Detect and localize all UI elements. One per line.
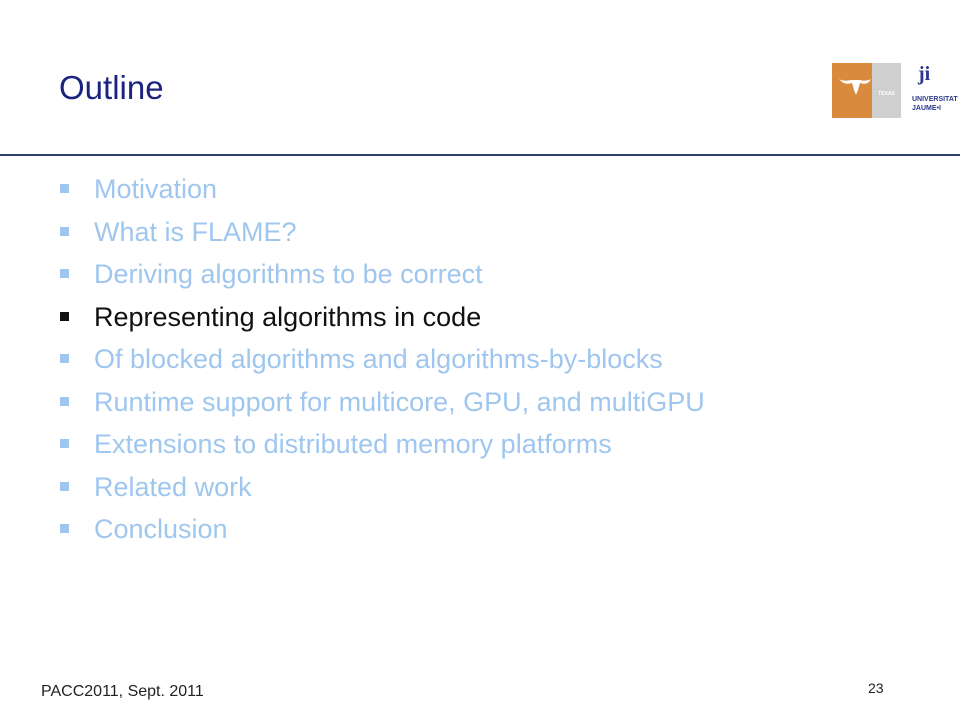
outline-item-label: Related work	[94, 471, 252, 502]
outline-item: Runtime support for multicore, GPU, and …	[60, 381, 705, 424]
square-bullet-icon	[60, 311, 69, 321]
square-bullet-icon	[60, 524, 69, 533]
uji-line-1: UNIVERSITAT	[912, 96, 958, 103]
outline-item: Conclusion	[60, 508, 705, 551]
square-bullet-icon	[60, 481, 69, 491]
outline-item-label: Conclusion	[94, 514, 228, 544]
outline-item-label: Deriving algorithms to be correct	[94, 259, 483, 289]
outline-item: Of blocked algorithms and algorithms-by-…	[60, 338, 705, 381]
square-bullet-icon	[60, 226, 69, 236]
logos: TEXAS ji UNIVERSITAT JAUME•I	[832, 63, 960, 118]
square-bullet-icon	[60, 439, 69, 448]
outline-item-label: Runtime support for multicore, GPU, and …	[94, 386, 705, 417]
title-divider	[0, 154, 960, 156]
outline-item-label: What is FLAME?	[94, 216, 297, 247]
texas-logo-orange-panel	[832, 63, 872, 118]
square-bullet-icon	[60, 184, 69, 193]
square-bullet-icon	[60, 269, 69, 278]
outline-item: Motivation	[60, 168, 705, 211]
square-bullet-icon	[60, 396, 69, 406]
outline-item-label: Of blocked algorithms and algorithms-by-…	[94, 344, 663, 374]
texas-logo-gray-panel	[872, 63, 901, 118]
uji-name: UNIVERSITAT JAUME•I	[912, 95, 958, 113]
outline-item: Representing algorithms in code	[60, 296, 705, 339]
outline-item: Extensions to distributed memory platfor…	[60, 423, 705, 466]
outline-item-label: Motivation	[94, 174, 218, 204]
uji-logo: ji UNIVERSITAT JAUME•I	[912, 63, 960, 118]
outline-item: Deriving algorithms to be correct	[60, 253, 705, 296]
outline-item: Related work	[60, 466, 705, 509]
outline-item-label: Extensions to distributed memory platfor…	[94, 429, 612, 459]
texas-logo: TEXAS	[832, 63, 901, 118]
outline-item: What is FLAME?	[60, 211, 705, 254]
outline-item-label: Representing algorithms in code	[94, 301, 482, 332]
uji-line-2: JAUME•I	[912, 105, 941, 112]
footer-text: PACC2011, Sept. 2011	[41, 683, 204, 700]
slide-title: Outline	[59, 69, 164, 106]
uji-mark: ji	[918, 63, 931, 85]
texas-label: TEXAS	[878, 91, 895, 97]
square-bullet-icon	[60, 354, 69, 363]
page-number: 23	[868, 680, 884, 696]
longhorn-icon	[839, 79, 871, 95]
